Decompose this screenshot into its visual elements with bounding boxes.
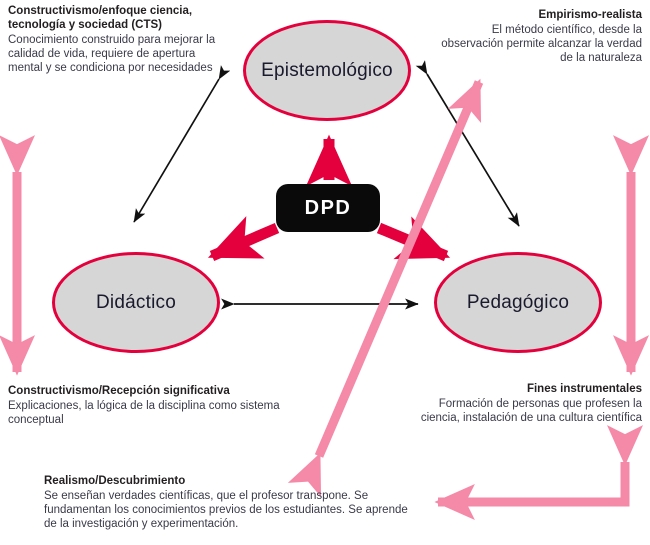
- node-pedagogico-label: Pedagógico: [466, 291, 570, 313]
- node-dpd-label: DPD: [304, 196, 352, 219]
- note-fines-title: Fines instrumentales: [526, 383, 642, 395]
- note-fines-body: Formación de personas que profesen la ci…: [420, 398, 642, 425]
- arrow-pink-diagonal: [287, 78, 484, 498]
- note-recepcion: Constructivismo/Recepción significativa …: [8, 384, 284, 427]
- note-fines: Fines instrumentales Formación de person…: [420, 382, 642, 425]
- node-didactico-label: Didáctico: [96, 291, 176, 313]
- arrow-dpd-to-didactico: [207, 216, 280, 262]
- node-pedagogico[interactable]: Pedagógico: [434, 252, 602, 353]
- note-empirismo: Empirismo-realista El método científico,…: [440, 8, 642, 65]
- note-realismo: Realismo/Descubrimiento Se enseñan verda…: [44, 474, 416, 531]
- arrow-pink-elbow-bottom-right: [434, 425, 643, 520]
- note-empirismo-body: El método científico, desde la observaci…: [441, 24, 642, 65]
- note-recepcion-body: Explicaciones, la lógica de la disciplin…: [8, 400, 280, 427]
- note-cts-body: Conocimiento construido para mejorar la …: [8, 34, 216, 75]
- note-realismo-title: Realismo/Descubrimiento: [44, 475, 186, 487]
- node-epistemologico-label: Epistemológico: [261, 59, 393, 81]
- arrow-epistemologico-didactico: [133, 65, 231, 223]
- note-realismo-body: Se enseñan verdades científicas, que el …: [44, 490, 408, 531]
- note-recepcion-title: Constructivismo/Recepción significativa: [8, 385, 230, 397]
- node-epistemologico[interactable]: Epistemológico: [243, 20, 411, 121]
- note-cts: Constructivismo/enfoque ciencia, tecnolo…: [8, 4, 220, 75]
- node-didactico[interactable]: Didáctico: [52, 252, 220, 353]
- note-empirismo-title: Empirismo-realista: [538, 9, 642, 21]
- node-dpd-center[interactable]: DPD: [276, 184, 380, 232]
- note-cts-title: Constructivismo/enfoque ciencia, tecnolo…: [8, 5, 193, 32]
